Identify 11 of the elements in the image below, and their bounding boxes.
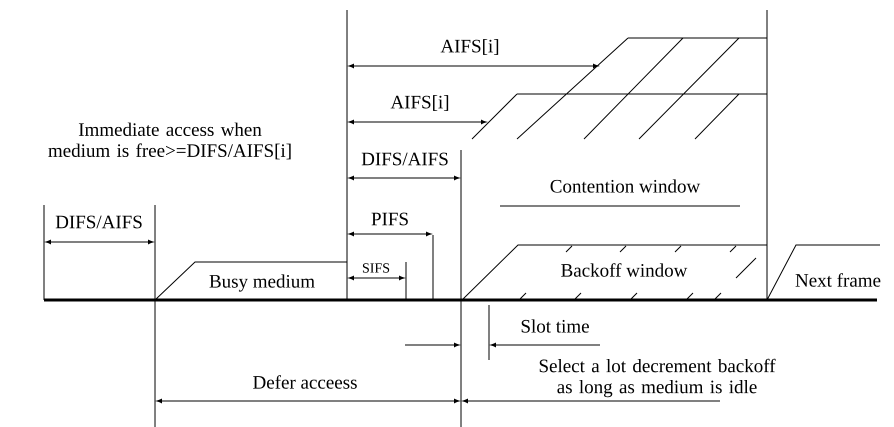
note-text: Select a lot decrement backoff as long as medium is idle — [540, 358, 776, 398]
note-text: Immediate access when medium is free>=DIFS/AIFS[i] — [48, 122, 291, 160]
dimension-label: AIFS[i] — [390, 95, 448, 111]
region-label: Contention window — [550, 179, 700, 193]
dimension-label: Defer acceess — [253, 375, 357, 389]
dimension-label: PIFS — [372, 212, 408, 226]
dimension-label: DIFS/AIFS — [362, 152, 448, 166]
dimension-label: Slot time — [522, 319, 589, 333]
dimension-label: SIFS — [362, 263, 390, 273]
dimension-label: DIFS/AIFS — [56, 216, 142, 228]
dimension-label: AIFS[i] — [440, 39, 498, 55]
